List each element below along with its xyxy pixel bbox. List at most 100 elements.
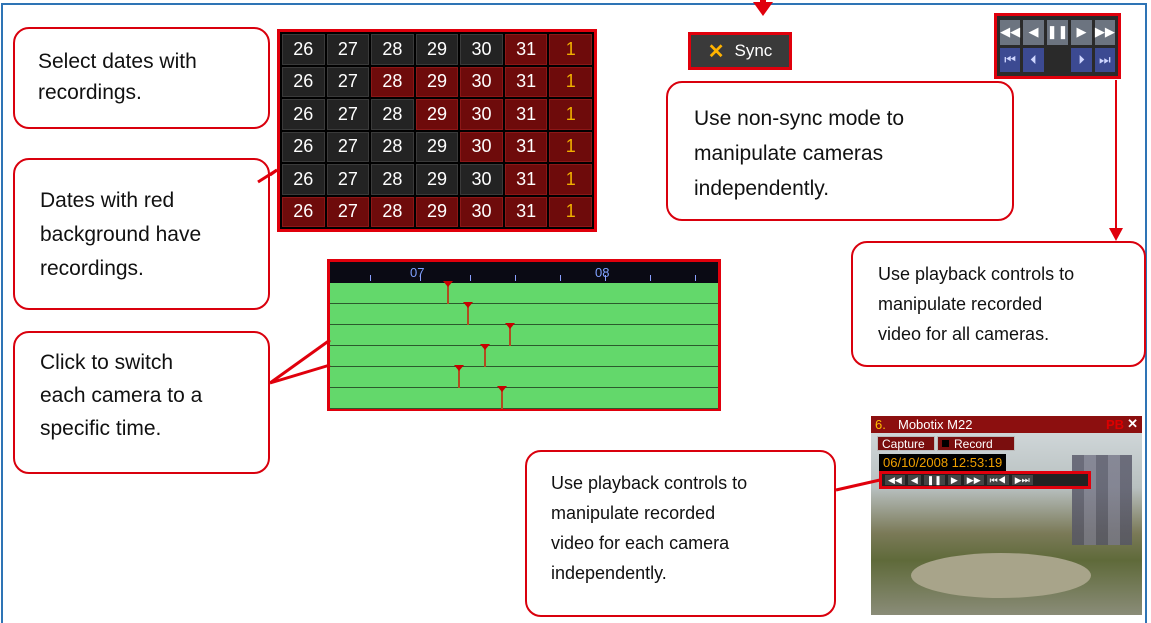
calendar-day[interactable]: 1: [549, 66, 592, 97]
calendar-day[interactable]: 26: [282, 196, 325, 227]
camera-playback-controls: ◀◀◀❚❚▶▶▶⏮◀▶⏭: [879, 471, 1091, 489]
calendar-day[interactable]: 31: [504, 66, 548, 97]
sync-label: Sync: [734, 41, 773, 60]
playback-button[interactable]: ▶▶: [1094, 20, 1115, 45]
calendar-day[interactable]: 26: [282, 164, 325, 195]
calendar-day[interactable]: 27: [326, 99, 370, 130]
calendar-day[interactable]: 26: [282, 99, 325, 130]
camera-name: Mobotix M22: [898, 417, 973, 432]
camera-timeline-row[interactable]: [330, 325, 718, 346]
camera-playback-button[interactable]: ◀: [907, 475, 921, 485]
calendar-day[interactable]: 30: [460, 196, 503, 227]
camera-view: 6. Mobotix M22 PB ✕ Capture Record 06/10…: [871, 416, 1142, 615]
calendar-day[interactable]: 29: [415, 66, 459, 97]
time-marker[interactable]: [497, 386, 507, 409]
camera-timeline-row[interactable]: [330, 367, 718, 388]
capture-button[interactable]: Capture: [877, 436, 935, 451]
playback-button[interactable]: ◀: [1023, 20, 1044, 45]
calendar-day[interactable]: 29: [415, 99, 459, 130]
camera-timeline-row[interactable]: [330, 346, 718, 367]
camera-timeline-row[interactable]: [330, 304, 718, 325]
calendar-day[interactable]: 28: [371, 164, 414, 195]
camera-timeline[interactable]: 07 08: [327, 259, 721, 411]
camera-timeline-row[interactable]: [330, 388, 718, 409]
skip-button[interactable]: ⏵: [1071, 47, 1092, 72]
camera-timeline-row[interactable]: [330, 283, 718, 304]
calendar-day[interactable]: 27: [326, 196, 370, 227]
calendar-day[interactable]: 27: [326, 34, 370, 65]
calendar-day[interactable]: 31: [504, 131, 548, 162]
timeline-ruler: 07 08: [330, 262, 718, 283]
camera-playback-button[interactable]: ▶⏭: [1011, 475, 1033, 485]
skip-button[interactable]: ⏴: [1023, 47, 1044, 72]
skip-button[interactable]: ⏮: [1000, 47, 1021, 72]
calendar-day[interactable]: 28: [371, 196, 414, 227]
calendar-day[interactable]: 27: [326, 66, 370, 97]
record-label: Record: [954, 436, 993, 451]
camera-playback-button[interactable]: ▶: [947, 475, 961, 485]
calendar-day[interactable]: 31: [504, 34, 548, 65]
playback-button[interactable]: ◀◀: [1000, 20, 1021, 45]
x-icon: ✕: [707, 40, 725, 63]
calendar-day[interactable]: 30: [460, 164, 503, 195]
callout-click-switch: Click to switch each camera to a specifi…: [13, 331, 270, 474]
time-marker[interactable]: [443, 281, 453, 304]
calendar-day[interactable]: 1: [549, 99, 592, 130]
spacer: [1047, 48, 1069, 73]
calendar-day[interactable]: 26: [282, 66, 325, 97]
playback-button[interactable]: ❚❚: [1046, 20, 1069, 45]
skip-button[interactable]: ⏭: [1094, 47, 1115, 72]
calendar-day[interactable]: 1: [549, 164, 592, 195]
calendar-day[interactable]: 26: [282, 131, 325, 162]
callout-text: Dates with red background have recording…: [40, 189, 202, 280]
calendar-day[interactable]: 28: [371, 131, 414, 162]
close-icon[interactable]: ✕: [1127, 416, 1138, 431]
time-marker[interactable]: [454, 365, 464, 388]
calendar-day[interactable]: 27: [326, 164, 370, 195]
calendar-day[interactable]: 28: [371, 99, 414, 130]
calendar-day[interactable]: 29: [415, 164, 459, 195]
callout-playback-each: Use playback controls to manipulate reco…: [525, 450, 836, 617]
time-marker[interactable]: [463, 302, 473, 325]
camera-playback-button[interactable]: ❚❚: [923, 475, 945, 485]
calendar-day[interactable]: 31: [504, 164, 548, 195]
calendar-day[interactable]: 29: [415, 131, 459, 162]
camera-playback-button[interactable]: ◀◀: [885, 475, 905, 485]
calendar-day[interactable]: 1: [549, 34, 592, 65]
timeline-rows[interactable]: [330, 281, 718, 409]
callout-red-background: Dates with red background have recording…: [13, 158, 270, 310]
calendar-day[interactable]: 30: [460, 66, 503, 97]
camera-playback-button[interactable]: ⏮◀: [986, 475, 1009, 485]
calendar-day[interactable]: 29: [415, 34, 459, 65]
hour-label-07: 07: [410, 265, 425, 280]
callout-text: Use playback controls to manipulate reco…: [551, 473, 748, 583]
camera-number: 6.: [875, 417, 886, 432]
record-icon: [942, 440, 949, 447]
record-button[interactable]: Record: [937, 436, 1015, 451]
calendar-day[interactable]: 30: [460, 34, 503, 65]
playback-button[interactable]: ▶: [1071, 20, 1092, 45]
calendar-day[interactable]: 30: [460, 99, 503, 130]
time-marker[interactable]: [480, 344, 490, 367]
calendar-day[interactable]: 1: [549, 196, 592, 227]
calendar-day[interactable]: 31: [504, 196, 548, 227]
global-playback-controls: ◀◀◀❚❚▶▶▶⏮⏴⏵⏭: [994, 13, 1121, 79]
sync-button[interactable]: ✕ Sync: [688, 32, 792, 70]
camera-playback-button[interactable]: ▶▶: [963, 475, 984, 485]
callout-playback-all: Use playback controls to manipulate reco…: [851, 241, 1146, 367]
calendar-day[interactable]: 29: [415, 196, 459, 227]
down-arrow-icon: [753, 2, 773, 16]
callout-select-dates: Select dates with recordings.: [13, 27, 270, 129]
calendar-day[interactable]: 30: [460, 131, 503, 162]
camera-title-bar: 6. Mobotix M22 PB ✕: [871, 416, 1142, 433]
time-marker[interactable]: [505, 323, 515, 346]
calendar-day[interactable]: 28: [371, 66, 414, 97]
camera-timestamp: 06/10/2008 12:53:19: [879, 454, 1007, 471]
calendar-day[interactable]: 26: [282, 34, 325, 65]
calendar-day[interactable]: 31: [504, 99, 548, 130]
calendar-day[interactable]: 28: [371, 34, 414, 65]
callout-non-sync: Use non-sync mode to manipulate cameras …: [666, 81, 1014, 221]
calendar-day[interactable]: 1: [549, 131, 592, 162]
calendar-day[interactable]: 27: [326, 131, 370, 162]
